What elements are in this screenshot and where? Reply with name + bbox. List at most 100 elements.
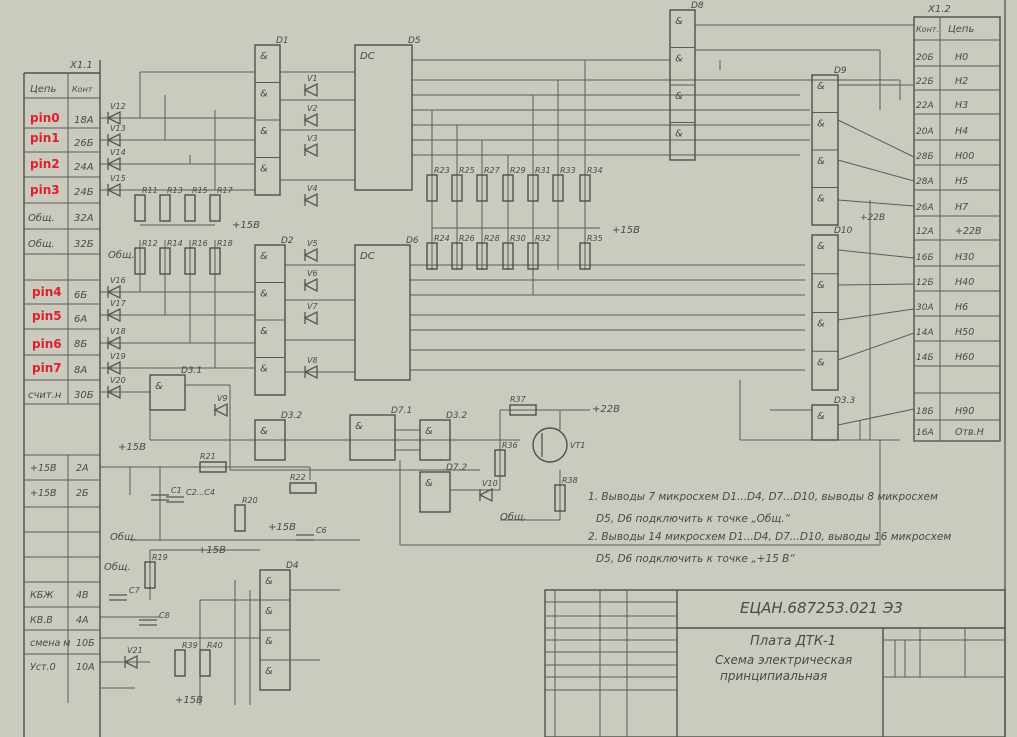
diode-symbol bbox=[303, 364, 318, 380]
chip-function-symbol: & bbox=[675, 129, 683, 140]
connector-title: X1.2 bbox=[927, 4, 951, 15]
chip-body bbox=[354, 244, 411, 381]
chip-function-symbol: & bbox=[817, 194, 825, 205]
diode-symbol bbox=[303, 82, 318, 98]
resistor-body bbox=[502, 242, 514, 270]
diode-v18: V18 bbox=[106, 327, 126, 351]
diagram-type-line1: Схема электрическая bbox=[715, 653, 852, 667]
net-label-common: Общ. bbox=[500, 511, 527, 523]
document-number: ЕЦАН.687253.021 Э3 bbox=[740, 599, 903, 617]
note-2a: 2. Выводы 14 микросхем D1...D4, D7...D10… bbox=[588, 531, 951, 543]
column-header: Конт. bbox=[916, 25, 939, 34]
resistor-body bbox=[234, 504, 246, 532]
contact-number: 16Б bbox=[916, 253, 934, 263]
resistor-r34: R34 bbox=[579, 166, 603, 202]
diode-v10: V10 bbox=[478, 479, 498, 503]
contact-number: 14Б bbox=[916, 353, 934, 363]
resistor-r15: R15 bbox=[184, 186, 208, 222]
resistor-body bbox=[199, 461, 227, 473]
chip-label: D7.1 bbox=[391, 406, 412, 416]
resistor-body bbox=[426, 242, 438, 270]
resistor-body bbox=[579, 174, 591, 202]
diode-label: V13 bbox=[110, 124, 126, 133]
pin-label: pin3 bbox=[30, 183, 60, 197]
resistor-r18: R18 bbox=[209, 239, 233, 275]
chip-function-symbol: & bbox=[265, 606, 273, 617]
diode-v8: V8 bbox=[303, 356, 318, 380]
capacitor-0: C1 bbox=[151, 486, 182, 501]
circuit-name: Н2 bbox=[955, 76, 968, 87]
pin-label: pin0 bbox=[30, 111, 60, 125]
chip-function-symbol: & bbox=[817, 411, 825, 422]
pin-label: pin6 bbox=[32, 337, 62, 351]
chip-label: D3.1 bbox=[181, 366, 202, 376]
resistor-label: R25 bbox=[459, 166, 475, 175]
diode-symbol bbox=[303, 310, 318, 326]
chip-label: D2 bbox=[281, 236, 294, 246]
chip-d8: D8&&&& bbox=[669, 1, 704, 161]
diode-v13: V13 bbox=[106, 124, 126, 148]
chip-function-symbol: & bbox=[260, 364, 268, 375]
resistor-label: R36 bbox=[502, 441, 518, 450]
chip-body bbox=[419, 471, 451, 513]
chip-function-symbol: & bbox=[817, 156, 825, 167]
chip-d10: D10&&&& bbox=[811, 226, 853, 391]
resistor-r12: R12 bbox=[134, 239, 158, 275]
resistor-r38: R38 bbox=[554, 476, 578, 512]
diode-symbol bbox=[303, 192, 318, 208]
resistor-label: R29 bbox=[510, 166, 526, 175]
diode-label: V7 bbox=[307, 302, 318, 311]
circuit-name: +15В bbox=[30, 463, 57, 474]
transistor-vt1: VT1 bbox=[532, 427, 585, 463]
resistor-label: R18 bbox=[217, 239, 233, 248]
resistor-label: R33 bbox=[560, 166, 576, 175]
diode-label: V14 bbox=[110, 148, 126, 157]
net-label-common: Общ. bbox=[110, 531, 137, 543]
contact-number: 16А bbox=[916, 428, 934, 438]
note-2b: D5, D6 подключить к точке „+15 В“ bbox=[596, 553, 795, 565]
chip-body bbox=[811, 404, 839, 441]
diode-label: V16 bbox=[110, 276, 126, 285]
chip-function-symbol: & bbox=[265, 636, 273, 647]
contact-number: 8А bbox=[74, 365, 87, 376]
diode-v17: V17 bbox=[106, 299, 127, 323]
net-label-plus15: +15В bbox=[232, 220, 260, 231]
resistor-label: R26 bbox=[459, 234, 475, 243]
transistor-label: VT1 bbox=[570, 441, 585, 450]
circuit-name: КБЖ bbox=[30, 590, 54, 601]
contact-number: 18А bbox=[74, 115, 94, 126]
diode-symbol bbox=[106, 156, 121, 172]
chip-label: D6 bbox=[406, 236, 419, 246]
chip-function-symbol: & bbox=[260, 126, 268, 137]
net-label-common: Общ. bbox=[108, 249, 135, 261]
resistor-label: R30 bbox=[510, 234, 526, 243]
chip-label: D7.2 bbox=[446, 463, 468, 473]
diode-v12: V12 bbox=[106, 102, 126, 126]
resistor-body bbox=[494, 449, 506, 477]
resistor-r29: R29 bbox=[502, 166, 526, 202]
chip-label: D3.2 bbox=[281, 411, 303, 421]
wire bbox=[837, 408, 915, 426]
contact-number: 4В bbox=[76, 590, 89, 601]
contact-number: 28А bbox=[916, 177, 934, 187]
resistor-body bbox=[579, 242, 591, 270]
pin-label: pin7 bbox=[32, 361, 62, 375]
diode-v16: V16 bbox=[106, 276, 126, 300]
resistor-body bbox=[502, 174, 514, 202]
resistor-label: R32 bbox=[535, 234, 551, 243]
chip-function-symbol: & bbox=[817, 319, 825, 330]
chip-function-symbol: DC bbox=[360, 251, 375, 262]
chip-function-symbol: & bbox=[675, 16, 683, 27]
circuit-name: Н00 bbox=[955, 151, 974, 162]
connector-title: X1.1 bbox=[69, 60, 93, 71]
chip-label: D10 bbox=[834, 226, 853, 236]
diode-symbol bbox=[303, 277, 318, 293]
contact-number: 2А bbox=[76, 463, 89, 474]
resistor-body bbox=[509, 404, 537, 416]
wires bbox=[100, 24, 915, 705]
circuit-name: Н6 bbox=[955, 302, 968, 313]
capacitor-label: C1 bbox=[171, 486, 182, 495]
wire bbox=[837, 119, 915, 158]
resistor-body bbox=[134, 247, 146, 275]
